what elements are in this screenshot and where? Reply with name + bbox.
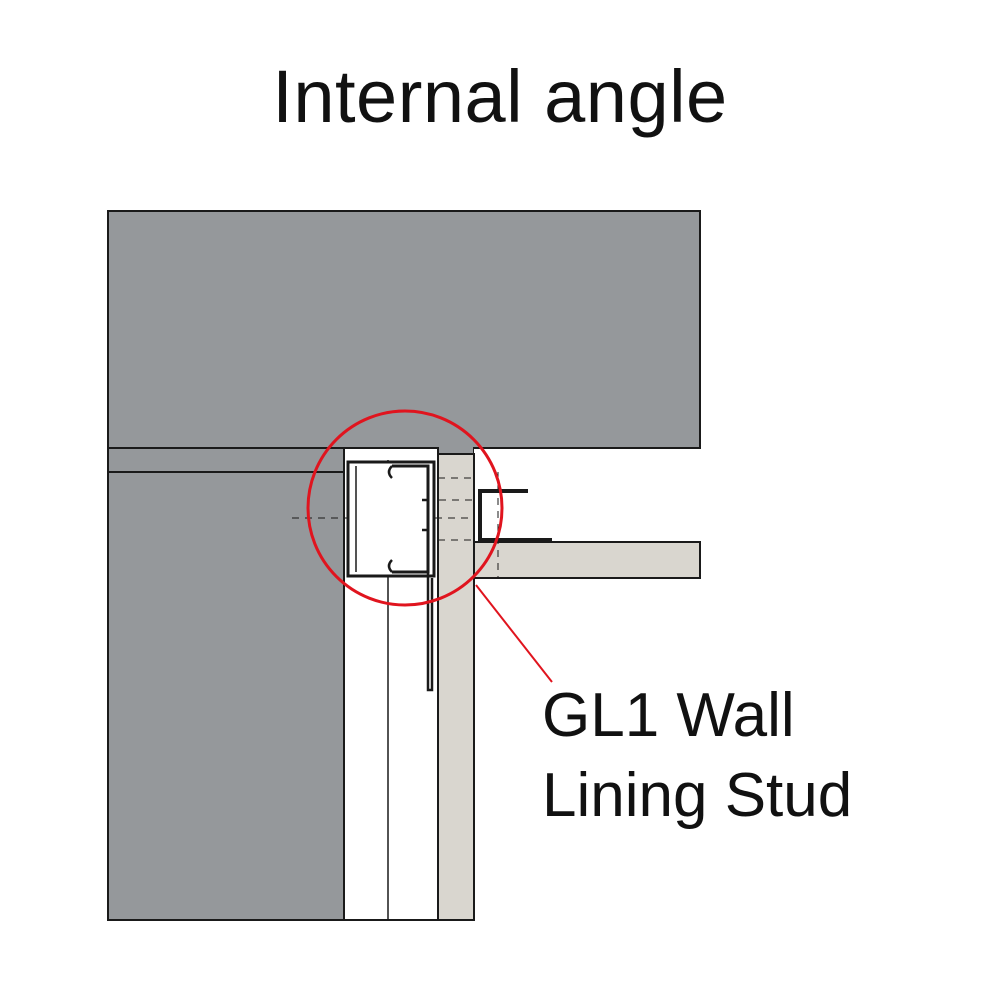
callout-leader-line	[475, 584, 553, 683]
callout-label: GL1 Wall Lining Stud	[542, 676, 852, 836]
lining-stud	[346, 460, 436, 692]
highlight-circle	[306, 409, 504, 607]
cavity-horizontal	[474, 448, 700, 542]
wall-joint-band	[107, 447, 345, 473]
lining-board-vertical	[437, 453, 475, 921]
angle-bracket	[478, 489, 552, 542]
callout-line-2: Lining Stud	[542, 761, 853, 830]
diagram-title: Internal angle	[272, 55, 728, 138]
callout-line-1: GL1 Wall	[542, 681, 795, 750]
lining-board-horizontal	[473, 541, 701, 579]
